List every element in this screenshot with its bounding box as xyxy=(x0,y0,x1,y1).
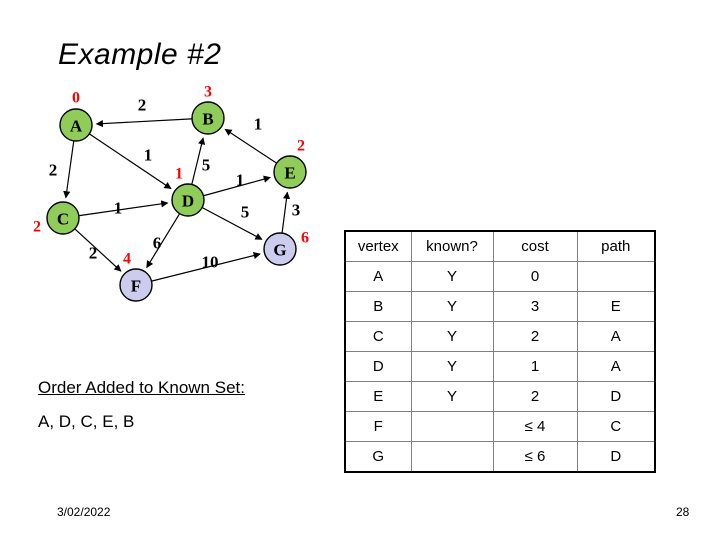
graph-edge-c-f xyxy=(74,228,122,272)
table-header-row: vertex known? cost path xyxy=(344,230,656,262)
order-added-list: A, D, C, E, B xyxy=(38,412,135,431)
column-header-known: known? xyxy=(410,230,494,262)
graph-node-label-d: D xyxy=(182,192,194,211)
footer-page-number: 28 xyxy=(676,505,690,519)
cell-known: Y xyxy=(410,321,494,352)
cell-cost: 3 xyxy=(492,291,578,322)
graph-node-label-f: F xyxy=(131,277,141,296)
edge-weight-c-d: 1 xyxy=(114,199,123,218)
cell-path xyxy=(576,261,656,292)
edge-weight-b-a: 2 xyxy=(138,96,147,115)
cell-cost: 1 xyxy=(492,351,578,382)
graph-edge-d-g xyxy=(202,207,263,240)
graph-edge-c-d xyxy=(79,200,169,217)
graph-edge-d-e xyxy=(203,175,271,197)
cell-path: D xyxy=(576,381,656,412)
edge-weight-d-e: 1 xyxy=(236,171,245,190)
cell-known: Y xyxy=(410,261,494,292)
cell-known xyxy=(410,411,494,442)
cell-vertex: G xyxy=(344,441,412,473)
graph-node-label-a: A xyxy=(70,117,83,136)
page-title: Example #2 xyxy=(58,38,222,71)
edge-weight-a-c: 2 xyxy=(49,161,58,180)
distance-label-e: 2 xyxy=(297,138,305,155)
edge-layer xyxy=(63,118,291,282)
graph-edge-d-b xyxy=(191,137,206,185)
cell-known: Y xyxy=(410,291,494,322)
cell-vertex: C xyxy=(344,321,412,352)
cell-path: D xyxy=(576,441,656,473)
graph-node-label-e: E xyxy=(284,164,295,183)
cell-cost: 0 xyxy=(492,261,578,292)
cell-known: Y xyxy=(410,381,494,412)
distance-label-c: 2 xyxy=(33,219,41,236)
cell-path: A xyxy=(576,321,656,352)
graph-edge-a-d xyxy=(89,133,172,190)
graph-svg: 2 2 1 1 5 1 1 5 3 2 6 10 A B C D E F G 0 3 2 1 2 4 6 xyxy=(33,84,309,302)
graph-node-g xyxy=(263,232,297,266)
cell-cost: ≤ 6 xyxy=(492,441,578,473)
edge-weight-a-d: 1 xyxy=(144,146,153,165)
order-added-heading: Order Added to Known Set: xyxy=(38,378,245,397)
cell-vertex: E xyxy=(344,381,412,412)
cell-vertex: A xyxy=(344,261,412,292)
edge-weight-g-e: 3 xyxy=(292,201,301,220)
cell-vertex: D xyxy=(344,351,412,382)
cell-path: E xyxy=(576,291,656,322)
graph-edge-d-f xyxy=(146,213,180,269)
edge-weight-d-b: 5 xyxy=(202,156,211,175)
distance-label-g: 6 xyxy=(301,230,309,247)
graph-node-label-g: G xyxy=(273,241,286,260)
graph-node-f xyxy=(119,268,153,302)
edge-label-layer: 2 2 1 1 5 1 1 5 3 2 6 10 xyxy=(49,96,301,272)
cell-cost: ≤ 4 xyxy=(492,411,578,442)
graph-node-a xyxy=(59,108,93,142)
graph-edge-f-g xyxy=(151,252,261,282)
edge-weight-f-g: 10 xyxy=(202,253,219,272)
graph-edge-b-a xyxy=(95,118,192,128)
graph-node-e xyxy=(273,155,307,189)
column-header-path: path xyxy=(576,230,656,262)
column-header-vertex: vertex xyxy=(344,230,412,262)
cell-known: Y xyxy=(410,351,494,382)
cell-known xyxy=(410,441,494,473)
graph-edge-a-c xyxy=(63,141,75,199)
distance-label-d: 1 xyxy=(175,166,183,183)
distance-label-a: 0 xyxy=(72,90,80,107)
graph-edge-e-b xyxy=(224,128,277,164)
graph-node-label-c: C xyxy=(57,210,69,229)
cell-vertex: F xyxy=(344,411,412,442)
graph-edge-g-e xyxy=(281,191,291,233)
cell-path: A xyxy=(576,351,656,382)
graph-node-d xyxy=(171,183,205,217)
distance-label-b: 3 xyxy=(204,84,212,101)
distance-label-layer: 0 3 2 1 2 4 6 xyxy=(33,84,309,268)
footer-date: 3/02/2022 xyxy=(57,505,111,519)
edge-weight-e-b: 1 xyxy=(254,115,263,134)
edge-weight-c-f: 2 xyxy=(89,244,98,263)
graph-diagram: 2 2 1 1 5 1 1 5 3 2 6 10 A B C D E F G 0 3 2 1 2 4 6 xyxy=(0,80,340,320)
graph-node-label-b: B xyxy=(202,110,213,129)
cell-path: C xyxy=(576,411,656,442)
node-layer: A B C D E F G xyxy=(46,101,307,302)
edge-weight-d-f: 6 xyxy=(153,234,162,253)
cell-cost: 2 xyxy=(492,321,578,352)
column-header-cost: cost xyxy=(492,230,578,262)
graph-node-b xyxy=(191,101,225,135)
edge-weight-d-g: 5 xyxy=(241,203,250,222)
distance-label-f: 4 xyxy=(123,251,131,268)
cell-vertex: B xyxy=(344,291,412,322)
graph-node-c xyxy=(46,201,80,235)
cell-cost: 2 xyxy=(492,381,578,412)
